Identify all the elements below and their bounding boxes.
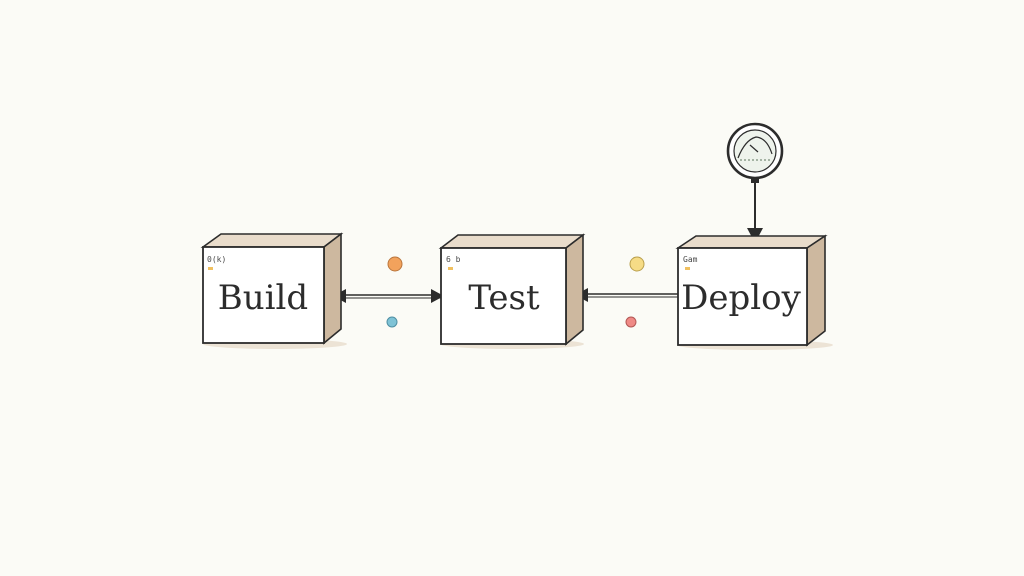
status-dot-yellow bbox=[629, 256, 645, 272]
status-dot-blue bbox=[386, 316, 398, 328]
stage-label-build: Build bbox=[218, 278, 308, 318]
stage-tag-test: 6 b bbox=[446, 255, 461, 264]
stage-tag-deploy: Gam bbox=[683, 255, 698, 264]
status-dot-red bbox=[625, 316, 637, 328]
stage-tag-build: 0(k) bbox=[207, 255, 226, 264]
arrow-deploy-test bbox=[575, 288, 678, 302]
stage-box-test: 6 b Test bbox=[438, 233, 586, 349]
stage-box-build: 0(k) Build bbox=[200, 232, 347, 349]
gauge-icon bbox=[726, 122, 784, 243]
stage-label-deploy: Deploy bbox=[681, 278, 801, 318]
stage-box-deploy: Gam Deploy bbox=[675, 234, 833, 350]
status-dot-orange bbox=[387, 256, 403, 272]
arrow-build-test bbox=[333, 289, 444, 303]
stage-label-test: Test bbox=[468, 278, 540, 318]
